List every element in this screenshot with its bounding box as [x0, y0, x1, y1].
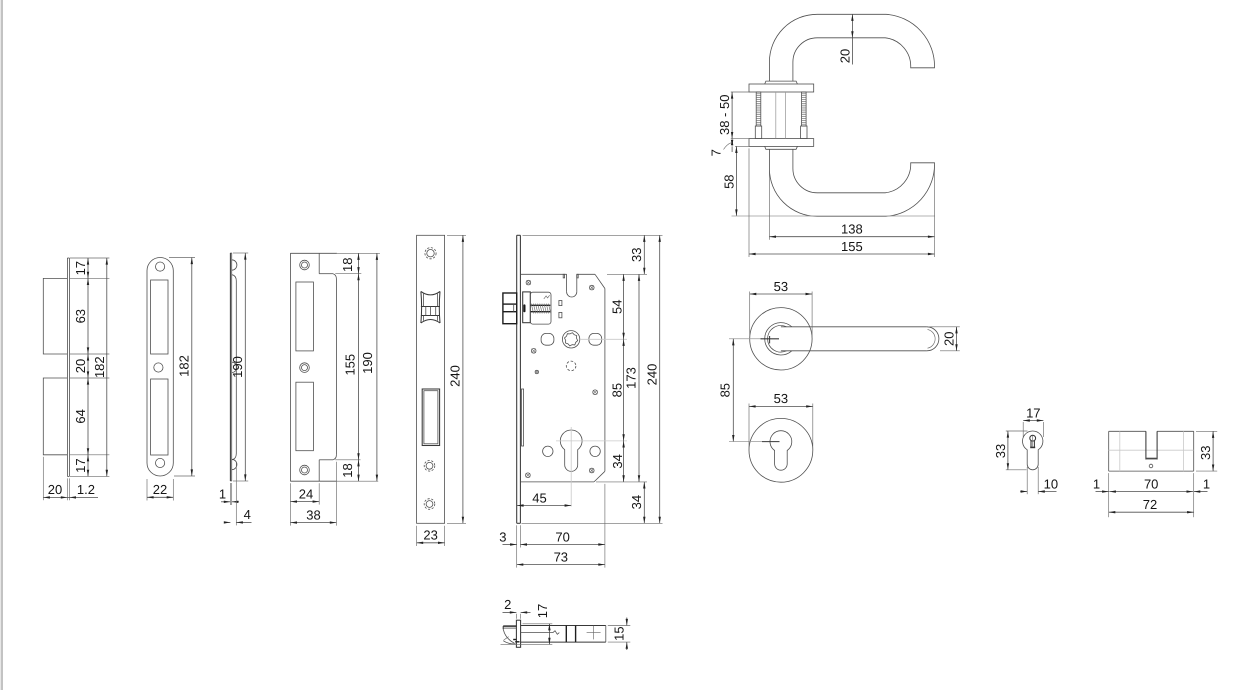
svg-text:53: 53 — [774, 391, 788, 406]
svg-text:3: 3 — [499, 529, 506, 544]
svg-text:155: 155 — [343, 354, 358, 376]
svg-text:33: 33 — [993, 444, 1008, 458]
svg-text:17: 17 — [73, 261, 88, 275]
svg-text:2: 2 — [504, 597, 511, 612]
svg-text:63: 63 — [73, 309, 88, 323]
svg-text:1: 1 — [219, 487, 226, 502]
svg-text:20: 20 — [73, 359, 88, 373]
svg-text:45: 45 — [532, 490, 546, 505]
svg-text:7: 7 — [708, 149, 723, 156]
svg-text:70: 70 — [555, 529, 569, 544]
svg-text:190: 190 — [360, 352, 375, 374]
svg-text:24: 24 — [299, 486, 313, 501]
svg-text:85: 85 — [609, 383, 624, 397]
svg-text:33: 33 — [629, 248, 644, 262]
svg-text:20: 20 — [48, 482, 62, 497]
svg-text:54: 54 — [610, 300, 625, 314]
svg-text:34: 34 — [610, 454, 625, 468]
svg-text:1.2: 1.2 — [77, 482, 95, 497]
svg-text:182: 182 — [92, 356, 107, 378]
svg-text:17: 17 — [1026, 405, 1040, 420]
svg-text:33: 33 — [1198, 446, 1213, 460]
svg-text:70: 70 — [1144, 476, 1158, 491]
svg-text:23: 23 — [423, 528, 437, 543]
svg-text:85: 85 — [718, 383, 733, 397]
svg-text:18: 18 — [340, 258, 355, 272]
svg-text:10: 10 — [1044, 476, 1058, 491]
svg-text:1: 1 — [1093, 476, 1100, 491]
svg-text:64: 64 — [73, 409, 88, 423]
svg-text:182: 182 — [176, 355, 191, 377]
svg-text:173: 173 — [624, 367, 639, 389]
svg-text:240: 240 — [448, 365, 463, 387]
svg-text:58: 58 — [721, 174, 736, 188]
svg-text:53: 53 — [774, 279, 788, 294]
svg-text:34: 34 — [629, 495, 644, 509]
svg-text:38: 38 — [306, 507, 320, 522]
svg-text:4: 4 — [244, 507, 251, 522]
svg-text:22: 22 — [153, 482, 167, 497]
svg-text:15: 15 — [611, 626, 626, 640]
svg-text:190: 190 — [230, 356, 245, 378]
svg-text:72: 72 — [1143, 497, 1157, 512]
svg-text:1: 1 — [1203, 476, 1210, 491]
svg-text:38 - 50: 38 - 50 — [717, 95, 732, 135]
svg-text:138: 138 — [841, 222, 863, 237]
svg-text:73: 73 — [554, 549, 568, 564]
svg-text:17: 17 — [73, 458, 88, 472]
svg-text:20: 20 — [837, 49, 852, 63]
svg-text:155: 155 — [841, 239, 863, 254]
svg-text:20: 20 — [942, 332, 957, 346]
svg-text:17: 17 — [535, 604, 550, 618]
svg-text:240: 240 — [644, 364, 659, 386]
svg-text:18: 18 — [340, 463, 355, 477]
